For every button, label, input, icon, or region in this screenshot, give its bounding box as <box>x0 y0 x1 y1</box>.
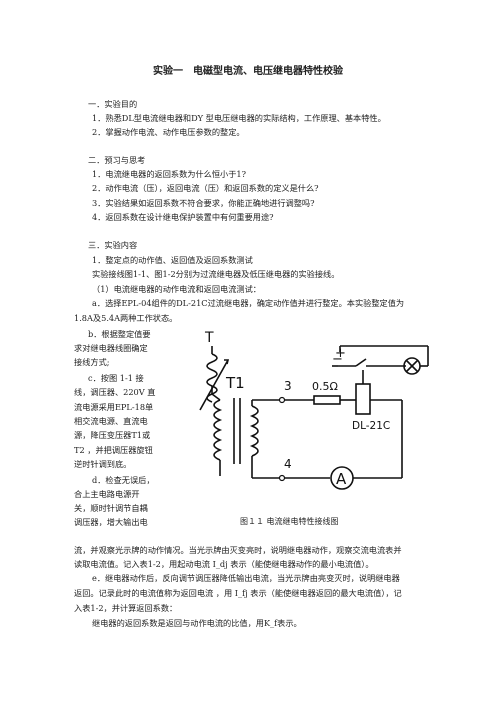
side-text-c-2: 线，调压器、220V 直 <box>74 387 156 397</box>
continuation-line-2: 读取电流值。记入表1-2，用起动电流 I_dj 表示（能使继电器动作的最小电流值… <box>74 559 374 569</box>
label-T1: T1 <box>225 374 245 392</box>
side-text-c-3: 流电源采用EPL-18单 <box>74 402 154 412</box>
side-text-c-4: 相交流电源、直流电 <box>74 416 148 426</box>
side-text-c-6: T2 ，并把调压器旋钮 <box>74 445 153 455</box>
section-heading-objectives: 一．实验目的 <box>88 99 138 109</box>
side-text-c-1: c．按图 1-1 接 <box>88 373 144 383</box>
final-paragraph: 继电器的返回系数是返回与动作电流的比值，用K_f表示。 <box>92 618 302 628</box>
side-text-c-5: 源，降压变压器T1或 <box>74 430 151 440</box>
figure-caption: 图１１ 电流继电特性接线图 <box>240 517 339 526</box>
label-plus: + <box>335 346 346 361</box>
step-e-line-1: e．继电器动作后，反向调节调压器降低输出电流，当光示牌由亮变灭时，说明继电器 <box>92 573 400 583</box>
label-minus: − <box>332 352 343 367</box>
preview-item-3: 3．实验结果如返回系数不符合要求，你能正确地进行调整吗? <box>92 198 315 208</box>
step-e-line-3: 入表1-2，并计算返回系数： <box>74 603 178 613</box>
page-title: 实验一 电磁型电流、电压继电器特性校验 <box>153 66 343 77</box>
section-heading-preview: 二．预习与思考 <box>88 155 146 165</box>
label-T: T <box>204 330 214 346</box>
label-relay: DL-21C <box>352 420 390 432</box>
objective-item-2: 2．掌握动作电流、动作电压参数的整定。 <box>92 127 245 137</box>
label-ammeter: A <box>336 470 347 488</box>
preview-item-4: 4．返回系数在设计继电保护装置中有何重要用途? <box>92 212 274 222</box>
resistor-0-5-ohm <box>313 395 341 405</box>
t1-secondary-coil <box>249 405 259 457</box>
step-e-line-2: 返回。记录此时的电流值称为返回电流 ，用 I_fj 表示（能使继电器返回的最大电… <box>74 588 402 598</box>
content-subheading-1: 1．整定点的动作值、返回值及返回系数测试 <box>92 255 253 265</box>
content-paragraph-2: （1）电流继电器的动作电流和返回电流测试： <box>92 284 261 294</box>
preview-item-2: 2．动作电流（压），返回电流（压）和返回系数的定义是什么? <box>92 183 319 193</box>
continuation-line-1: 流，并观察光示牌的动作情况。当光示牌由灭变亮时，说明继电器动作，观察交流电流表并 <box>74 545 402 555</box>
relay-coil <box>355 383 371 415</box>
side-text-b-2: 求对继电器线圈确定 <box>74 343 148 353</box>
preview-item-1: 1．电流继电器的返回系数为什么恒小于1? <box>92 169 246 179</box>
side-text-c-7: 逆时针调到底。 <box>74 459 132 469</box>
t1-primary-coil <box>213 399 223 461</box>
label-terminal-3: 3 <box>284 379 292 393</box>
label-resistor: 0.5Ω <box>312 380 338 393</box>
content-step-a-line2: 1.8A及5.4A两种工作状态。 <box>74 313 178 323</box>
circuit-diagram: T T1 3 4 0.5Ω DL-21C A − + <box>199 330 429 490</box>
side-text-b-3: 接线方式; <box>74 357 110 367</box>
autotransformer-arrow <box>199 359 229 411</box>
side-text-d-3: 关，顺时针调节自耦 <box>74 503 148 513</box>
content-step-a-line1: a．选择EPL-04组件的DL-21C过流继电器，确定动作值并进行整定。本实验整… <box>92 298 405 308</box>
label-terminal-4: 4 <box>284 457 292 471</box>
side-text-d-2: 合上主电路电源开 <box>74 489 140 499</box>
side-text-d-4: 调压器，增大输出电 <box>74 517 148 527</box>
objective-item-1: 1．熟悉DL型电流继电器和DY 型电压继电器的实际结构，工作原理、基本特性。 <box>92 113 386 123</box>
content-paragraph-1: 实验接线图1-1、图1-2分别为过流继电器及低压继电器的实验接线。 <box>92 269 340 279</box>
side-text-d-1: d．检查无误后， <box>92 475 155 485</box>
side-text-b-1: b．根据整定值要 <box>88 329 151 339</box>
section-heading-content: 三．实验内容 <box>88 240 138 250</box>
